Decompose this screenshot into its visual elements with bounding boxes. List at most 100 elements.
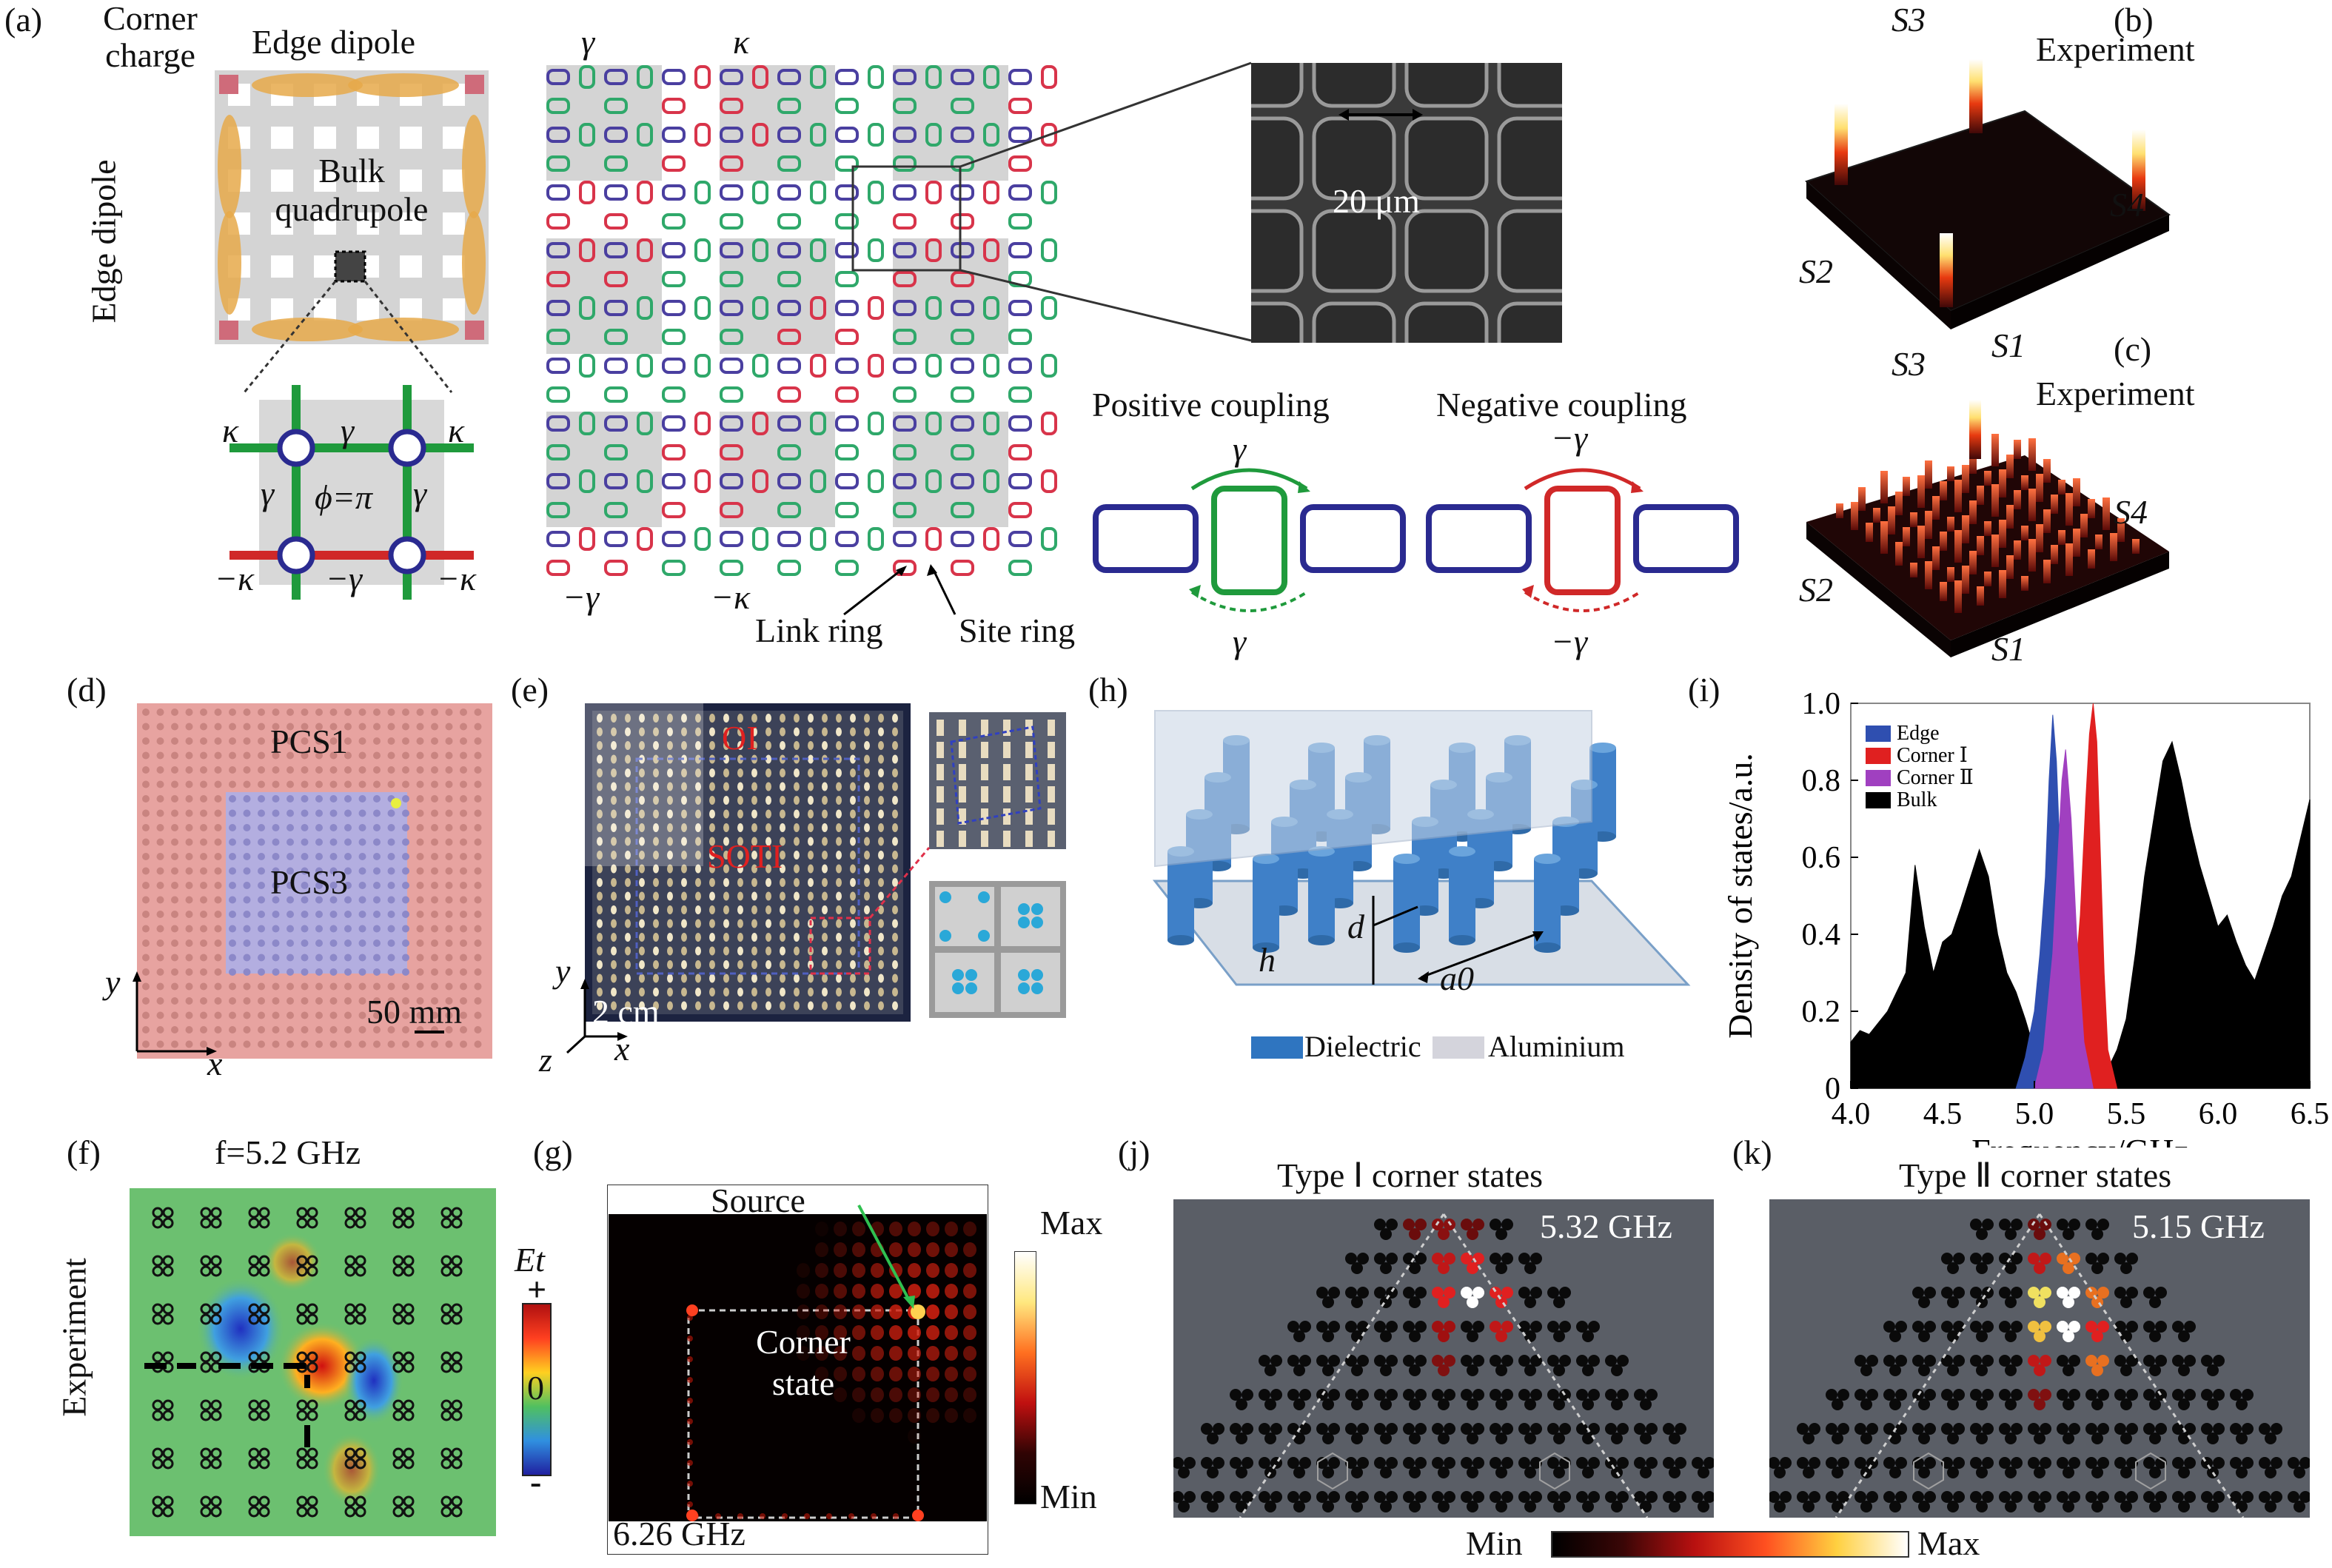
panel-f-field-map (130, 1188, 496, 1536)
panel-e-inset-top (929, 712, 1066, 849)
panel-f-title: f=5.2 GHz (215, 1133, 361, 1171)
y-tick-label: 0.6 (1802, 841, 1841, 875)
sem-image (1251, 63, 1562, 343)
legend-swatch (1866, 770, 1891, 786)
panel-e-label: (e) (511, 671, 549, 708)
legend-label: Corner Ⅱ (1897, 766, 1974, 789)
neg-gamma-top-coupling: −γ (1551, 419, 1588, 457)
panel-b-3d-plot (1805, 59, 2171, 329)
quadrupole-schematic (215, 70, 489, 344)
panel-f-side-label: Experiment (55, 1258, 93, 1417)
panel-j-freq: 5.32 GHz (1540, 1207, 1672, 1245)
edge-dipole-top-label: Edge dipole (252, 23, 415, 61)
series-area-2 (2034, 749, 2094, 1089)
corner-charge-label: Corner charge (103, 0, 198, 74)
panel-g-source: Source (711, 1182, 805, 1219)
panel-b-label: (b) (2114, 1, 2154, 38)
panel-b-s3: S3 (1892, 1, 1926, 38)
panel-g-max: Max (1040, 1204, 1103, 1242)
x-axis-label: Frequency/GHz (1971, 1132, 2189, 1147)
panel-c-s3: S3 (1892, 345, 1926, 383)
gamma-top: γ (341, 412, 355, 449)
dielectric-swatch (1251, 1036, 1303, 1059)
panel-h-h: h (1259, 941, 1276, 979)
y-tick-label: 0.2 (1802, 995, 1841, 1029)
panel-e-scale: 2 cm (592, 993, 660, 1031)
x-tick-label: 6.5 (2291, 1097, 2330, 1131)
pos-gamma-top: γ (1233, 430, 1247, 468)
panel-c-3d-plot (1806, 400, 2169, 657)
oi-label: OI (722, 719, 758, 757)
panel-i-label: (i) (1688, 671, 1720, 708)
negative-coupling-diagram (1426, 468, 1739, 612)
gamma-right: γ (413, 475, 427, 512)
panel-h-label: (h) (1088, 671, 1128, 708)
y-tick-label: 0.8 (1802, 764, 1841, 798)
bottom-colorbar (1551, 1531, 1909, 1558)
panel-f-plus: + (527, 1270, 547, 1308)
site-ring-label: Site ring (959, 612, 1076, 649)
panel-g-label: (g) (533, 1133, 573, 1171)
neg-gamma-bottom-coupling: −γ (1551, 623, 1588, 660)
x-tick-label: 6.0 (2199, 1097, 2238, 1131)
kappa-right: κ (448, 412, 465, 449)
unit-cell-diagram (229, 385, 474, 600)
panel-e-z-axis: z (539, 1041, 552, 1079)
ring-pointer-arrows (843, 564, 956, 616)
positive-coupling-diagram (1093, 468, 1406, 612)
bottom-colorbar-min: Min (1466, 1524, 1523, 1562)
panel-c-s4: S4 (2114, 493, 2148, 531)
panel-h-d: d (1347, 908, 1364, 945)
dos-chart: 4.04.55.05.56.06.500.20.40.60.81.0Freque… (1721, 688, 2330, 1147)
panel-k-freq: 5.15 GHz (2132, 1207, 2265, 1245)
pcs1-label: PCS1 (270, 723, 348, 760)
panel-h-schematic (1152, 710, 1691, 986)
legend-swatch (1866, 726, 1891, 742)
panel-c-title: Experiment (2036, 375, 2195, 412)
kappa-lattice-top: κ (733, 23, 750, 61)
x-tick-label: 5.0 (2015, 1097, 2054, 1131)
phi-label: ϕ=π (315, 478, 372, 516)
y-tick-label: 1.0 (1802, 688, 1841, 721)
panel-g-min: Min (1040, 1478, 1097, 1515)
panel-j-title: Type Ⅰ corner states (1277, 1156, 1544, 1194)
bulk-quadrupole-label: Bulk quadrupole (275, 152, 429, 228)
soti-label: SOTI (707, 837, 783, 875)
legend-swatch (1866, 748, 1891, 764)
panel-d-photonic-crystal (137, 703, 492, 1059)
x-tick-label: 5.5 (2107, 1097, 2146, 1131)
y-axis-label: Density of states/a.u. (1721, 753, 1759, 1039)
panel-b-title: Experiment (2036, 30, 2195, 68)
link-ring-label: Link ring (755, 612, 883, 649)
negative-coupling-label: Negative coupling (1436, 386, 1687, 423)
pcs3-label: PCS3 (270, 863, 348, 901)
panel-d-x-axis: x (207, 1045, 223, 1082)
y-tick-label: 0 (1825, 1072, 1840, 1106)
sem-scale-label: 20 μm (1333, 182, 1420, 220)
panel-g-colorbar (1014, 1251, 1036, 1504)
neg-kappa-lattice-bottom: −κ (711, 578, 751, 616)
y-tick-label: 0.4 (1802, 918, 1841, 952)
aluminium-swatch (1433, 1036, 1484, 1059)
aluminium-label: Aluminium (1488, 1030, 1625, 1063)
panel-e-axes-arrows (566, 979, 628, 1054)
panel-a: (a) Corner charge Edge dipole Edge dipol… (0, 0, 1687, 666)
panel-e-photo (585, 703, 911, 1022)
panel-b-s1: S1 (1991, 326, 2026, 364)
sem-zoom-lines (851, 61, 1252, 342)
panel-d-scale: 50 mm (366, 993, 463, 1031)
dielectric-label: Dielectric (1304, 1030, 1421, 1063)
pos-gamma-bottom: γ (1233, 623, 1247, 660)
positive-coupling-label: Positive coupling (1092, 386, 1330, 423)
panel-f-minus: - (530, 1463, 542, 1501)
legend-swatch (1866, 792, 1891, 808)
neg-gamma-bottom: −γ (326, 560, 363, 597)
panel-c-s2: S2 (1799, 571, 1833, 609)
neg-kappa-right: −κ (437, 560, 477, 597)
panel-g-field-map (607, 1185, 988, 1555)
panel-g-corner-state: Corner state (756, 1323, 851, 1402)
panel-j-label: (j) (1118, 1133, 1150, 1171)
panel-f-label: (f) (67, 1133, 101, 1171)
panel-c-label: (c) (2114, 330, 2152, 368)
panel-h-a0: a0 (1440, 959, 1474, 997)
